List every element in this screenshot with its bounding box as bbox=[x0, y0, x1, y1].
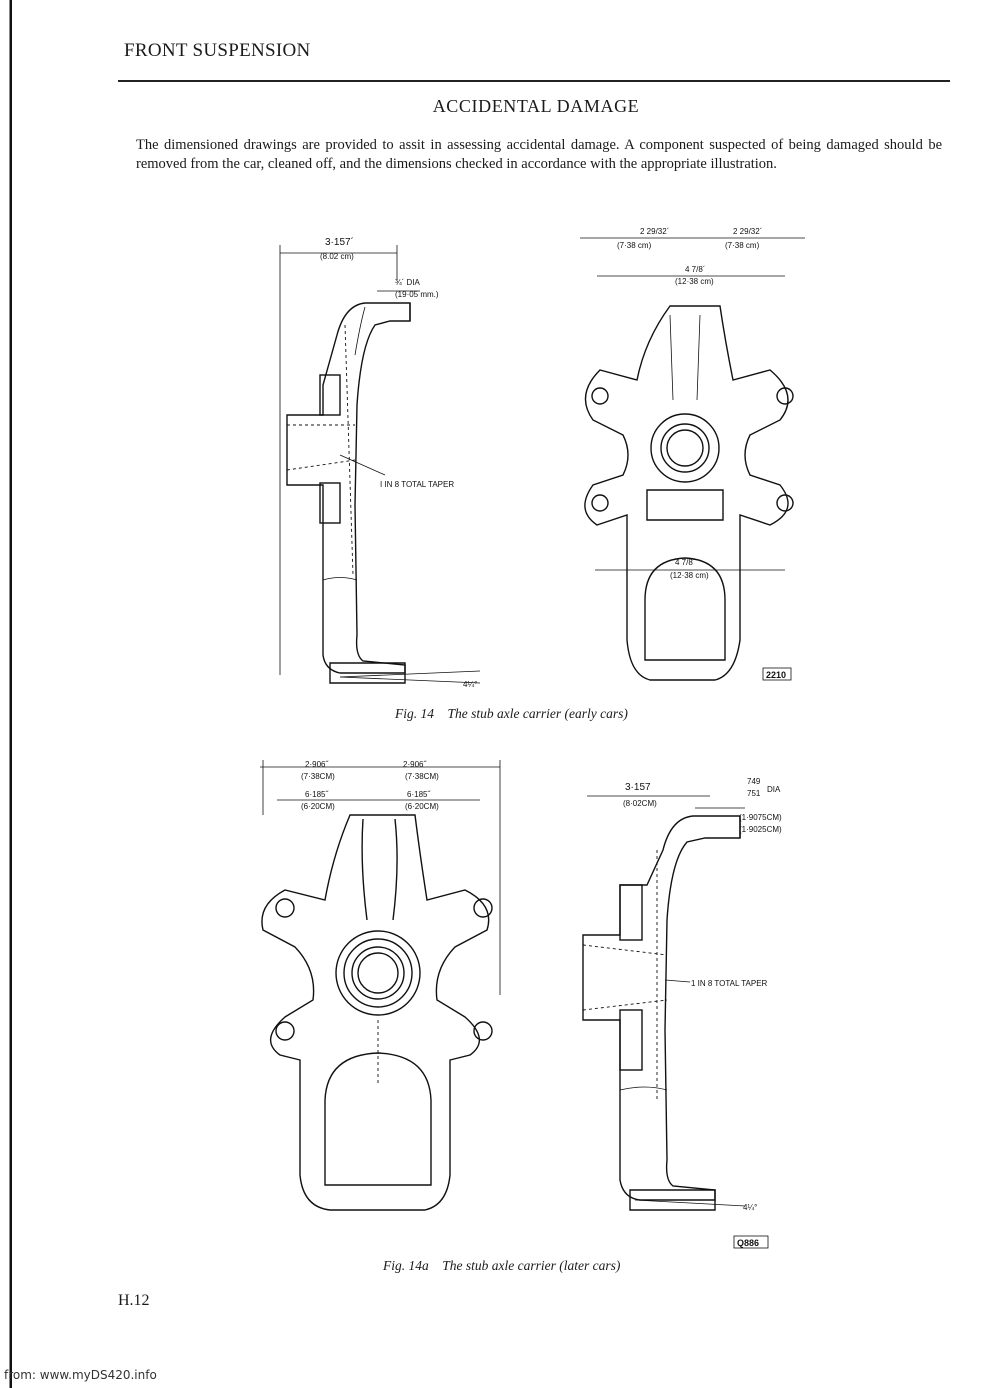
running-header: FRONT SUSPENSION bbox=[124, 40, 311, 61]
fig14a-side-dim-metric: (8·02CM) bbox=[623, 799, 657, 808]
fig14-front-dim-mid: 4 7/8´ bbox=[685, 265, 705, 274]
fig14-ref-number: 2210 bbox=[766, 670, 786, 680]
fig14a-front-dim-inner-right: 6·185˝ bbox=[407, 790, 431, 799]
fig14-front-dim-left-metric: (7·38 cm) bbox=[617, 241, 652, 250]
fig14-side-angle-text: 4¼° bbox=[463, 680, 477, 689]
fig14-front-dim-right: 2 29/32´ bbox=[733, 227, 762, 236]
fig14-front-dim-mid-metric: (12·38 cm) bbox=[675, 277, 714, 286]
section-title: ACCIDENTAL DAMAGE bbox=[432, 96, 640, 116]
fig14-front-dim-right-metric: (7·38 cm) bbox=[725, 241, 760, 250]
fig14-side-dia-text: ¾´ DIA bbox=[395, 278, 421, 287]
fig14a-ref-number: Q886 bbox=[737, 1238, 759, 1248]
fig14a-side-angle-text: 4¼° bbox=[743, 1203, 757, 1212]
fig14-front-dim-left: 2 29/32´ bbox=[640, 227, 669, 236]
fig14-front-view: 2 29/32´ (7·38 cm) 2 29/32´ (7·38 cm) 4 … bbox=[580, 227, 805, 681]
fig14-side-dia-metric: (19·05 mm.) bbox=[395, 290, 439, 299]
fig14-caption: Fig. 14 The stub axle carrier (early car… bbox=[395, 706, 628, 721]
fig14a-side-dia-metric-top: (1·9075CM) bbox=[739, 813, 782, 822]
fig14a-side-dim-text: 3·157 bbox=[625, 782, 651, 793]
fig14-side-view: 3·157´ (8.02 cm) ¾´ DIA (19·05 mm.) I IN… bbox=[279, 236, 481, 689]
fig14a-front-dim-left-metric: (7·38CM) bbox=[301, 772, 335, 781]
header-rule bbox=[118, 80, 950, 82]
fig14-side-dim-metric: (8.02 cm) bbox=[320, 252, 354, 261]
fig14a-caption: Fig. 14a The stub axle carrier (later ca… bbox=[383, 1258, 621, 1273]
fig14-side-taper-text: I IN 8 TOTAL TAPER bbox=[380, 480, 454, 489]
fig14a-side-view: 3·157 (8·02CM) 749 751 DIA (1·9075CM) (1… bbox=[582, 777, 782, 1212]
fig14-side-dim-text: 3·157´ bbox=[325, 236, 354, 248]
fig14a-side-dia-top: 749 bbox=[747, 777, 761, 786]
fig14a-front-dim-inner-left-metric: (6·20CM) bbox=[301, 802, 335, 811]
fig14a-side-taper-text: 1 IN 8 TOTAL TAPER bbox=[691, 979, 768, 988]
footer-source: from: www.myDS420.info bbox=[4, 1368, 157, 1382]
fig14-front-dim-lower: 4 7/8´ bbox=[675, 558, 695, 567]
page-number: H.12 bbox=[118, 1292, 150, 1309]
fig14-front-dim-lower-metric: (12·38 cm) bbox=[670, 571, 709, 580]
fig14a-side-dia-bottom: 751 bbox=[747, 789, 761, 798]
fig14a-front-view: 2·906˝ (7·38CM) 2·906˝ (7·38CM) 6·185˝ (… bbox=[260, 760, 501, 1211]
intro-paragraph: The dimensioned drawings are provided to… bbox=[136, 137, 942, 172]
fig14a-front-dim-inner-left: 6·185˝ bbox=[305, 790, 329, 799]
fig14a-side-dia-metric-bottom: (1·9025CM) bbox=[739, 825, 782, 834]
fig14a-side-dia-label: DIA bbox=[767, 785, 781, 794]
fig14a-front-dim-left: 2·906˝ bbox=[305, 760, 329, 769]
fig14a-front-dim-inner-right-metric: (6·20CM) bbox=[405, 802, 439, 811]
fig14a-front-dim-right-metric: (7·38CM) bbox=[405, 772, 439, 781]
binding-edge-mark bbox=[9, 0, 12, 1388]
fig14a-ref-box: Q886 bbox=[733, 1235, 769, 1249]
fig14a-front-dim-right: 2·906˝ bbox=[403, 760, 427, 769]
